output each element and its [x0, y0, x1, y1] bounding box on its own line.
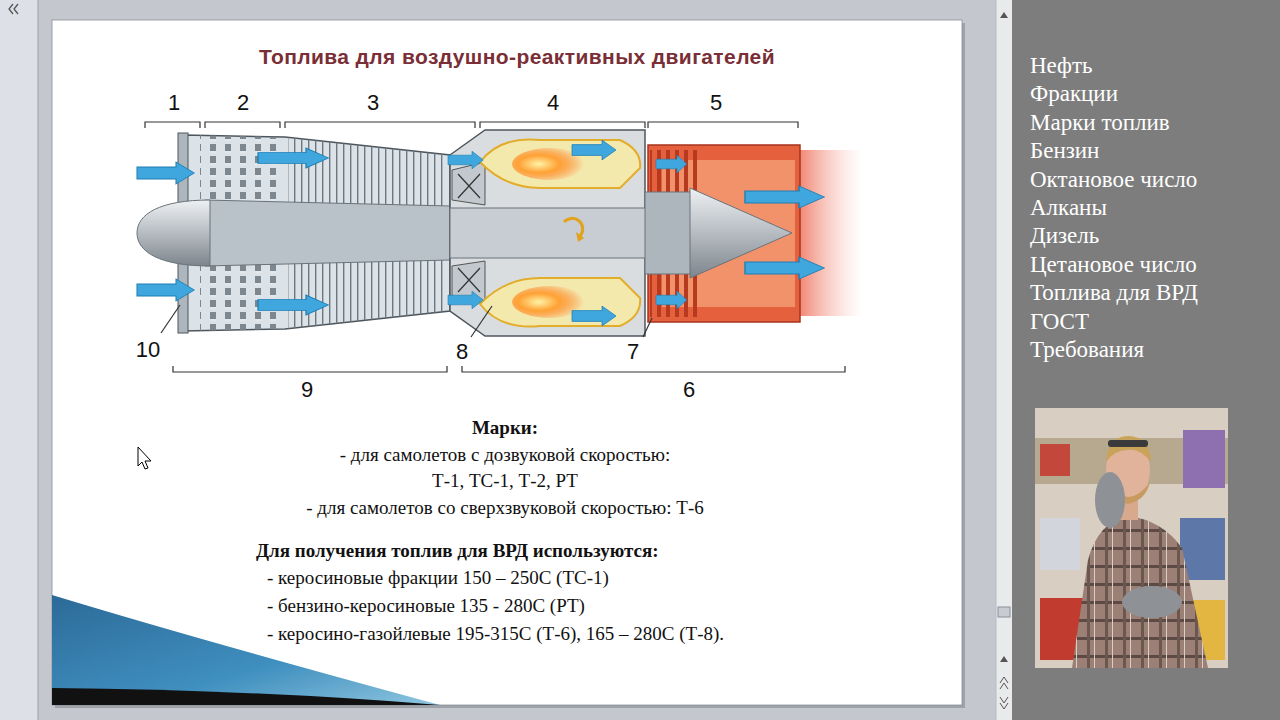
leader-line	[643, 318, 652, 337]
slide-text: - для самолетов со сверхзвуковой скорост…	[306, 497, 704, 519]
scrollbar	[1000, 697, 1008, 709]
mouse-cursor	[138, 447, 151, 469]
topic-item: Топлива для ВРД	[1030, 280, 1198, 306]
presenter-photo	[1035, 408, 1228, 668]
bracket	[205, 122, 280, 128]
presenter-photo	[1035, 408, 1228, 668]
bracket	[648, 122, 798, 128]
bracket	[173, 366, 447, 372]
scrollbar	[996, 0, 1012, 720]
app-window	[0, 0, 38, 720]
jet-engine	[205, 200, 450, 266]
leader-line	[161, 305, 652, 337]
callout-number: 3	[367, 90, 379, 115]
presenter-photo	[1040, 444, 1070, 476]
topic-item: Требования	[1030, 337, 1144, 363]
app-window	[52, 20, 962, 705]
slide-heading: Для получения топлив для ВРД используютс…	[256, 540, 659, 562]
airflow-arrow	[656, 291, 687, 309]
airflow-arrow	[448, 151, 483, 169]
topic-item: Фракции	[1030, 81, 1118, 107]
presenter-photo	[1183, 430, 1225, 488]
airflow-arrow	[572, 306, 616, 326]
slide-text: - керосиновые фракции 150 – 250С (ТС-1)	[267, 567, 609, 589]
airflow-arrow	[258, 148, 328, 168]
airflow-arrow	[745, 186, 824, 208]
topic-item: Алканы	[1030, 195, 1107, 221]
bracket	[145, 122, 845, 372]
airflow-arrow	[137, 140, 824, 326]
jet-engine	[480, 139, 640, 188]
slide-text: Т-1, ТС-1, Т-2, РТ	[432, 470, 578, 492]
jet-engine	[645, 192, 697, 274]
leader-line	[161, 305, 180, 333]
scrollbar	[998, 607, 1010, 617]
bracket	[145, 122, 200, 128]
jet-engine	[480, 278, 640, 327]
slide-text: - бензино-керосиновые 135 - 280С (РТ)	[267, 595, 585, 617]
callout-number: 6	[683, 377, 695, 402]
airflow-arrow	[656, 155, 687, 173]
topic-item: Цетановое число	[1030, 252, 1197, 278]
callout-number: 9	[301, 377, 313, 402]
mouse-cursor	[138, 447, 151, 469]
callout-number: 1	[168, 90, 180, 115]
bracket	[480, 122, 645, 128]
scrollbar	[1000, 677, 1008, 689]
airflow-arrow	[258, 295, 328, 315]
jet-engine	[137, 130, 862, 340]
scrollbar	[1000, 656, 1008, 662]
jet-engine	[137, 200, 210, 266]
presenter-photo	[1108, 440, 1148, 447]
topic-item: Нефть	[1030, 53, 1093, 79]
jet-engine	[576, 232, 584, 242]
scrollbar	[1000, 12, 1008, 18]
slide-text: - керосино-газойлевые 195-315С (Т-6), 16…	[267, 623, 724, 645]
topic-item: Бензин	[1030, 138, 1099, 164]
slide-text: - для самолетов с дозвуковой скоростью:	[340, 444, 671, 466]
bracket	[462, 366, 845, 372]
topic-item: Дизель	[1030, 223, 1099, 249]
callout-number: 4	[547, 90, 559, 115]
callout-number: 8	[456, 339, 468, 364]
airflow-arrow	[745, 257, 824, 279]
jet-engine	[450, 208, 665, 258]
callout-number: 10	[136, 337, 160, 362]
callout-number: 5	[710, 90, 722, 115]
callout-number: 2	[237, 90, 249, 115]
side-panel	[1012, 0, 1280, 720]
slide-heading: Марки:	[472, 417, 538, 439]
topic-item: Марки топлив	[1030, 110, 1170, 136]
app-window	[38, 0, 39, 720]
presenter-photo	[1095, 472, 1125, 528]
airflow-arrow	[448, 291, 483, 309]
jet-engine	[800, 150, 862, 316]
scrollbar	[996, 0, 1012, 720]
app-window	[0, 0, 1012, 720]
presenter-photo	[1106, 436, 1151, 462]
topic-item: Октановое число	[1030, 166, 1197, 192]
slide-title: Топлива для воздушно-реактивных двигател…	[259, 45, 775, 69]
side-panel	[1012, 0, 1280, 720]
airflow-arrow	[137, 162, 194, 184]
slide-decoration	[52, 688, 440, 705]
scrollbar	[996, 0, 997, 720]
airflow-arrow	[137, 279, 194, 301]
jet-engine	[564, 218, 583, 236]
callout-number: 7	[627, 339, 639, 364]
presenter-photo	[1072, 516, 1208, 668]
bracket	[285, 122, 475, 128]
app-window	[0, 0, 1012, 720]
topic-item: ГОСТ	[1030, 308, 1089, 334]
presenter-photo	[1040, 518, 1080, 570]
app-window	[9, 4, 18, 14]
airflow-arrow	[572, 140, 616, 160]
presenter-photo	[1122, 586, 1182, 618]
leader-line	[471, 306, 492, 337]
